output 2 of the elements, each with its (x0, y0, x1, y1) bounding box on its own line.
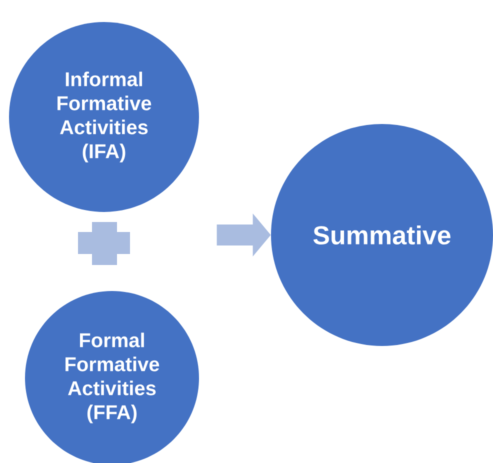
circle-node: Informal Formative Activities (IFA) (9, 22, 199, 212)
circle-node: Summative (271, 124, 493, 346)
